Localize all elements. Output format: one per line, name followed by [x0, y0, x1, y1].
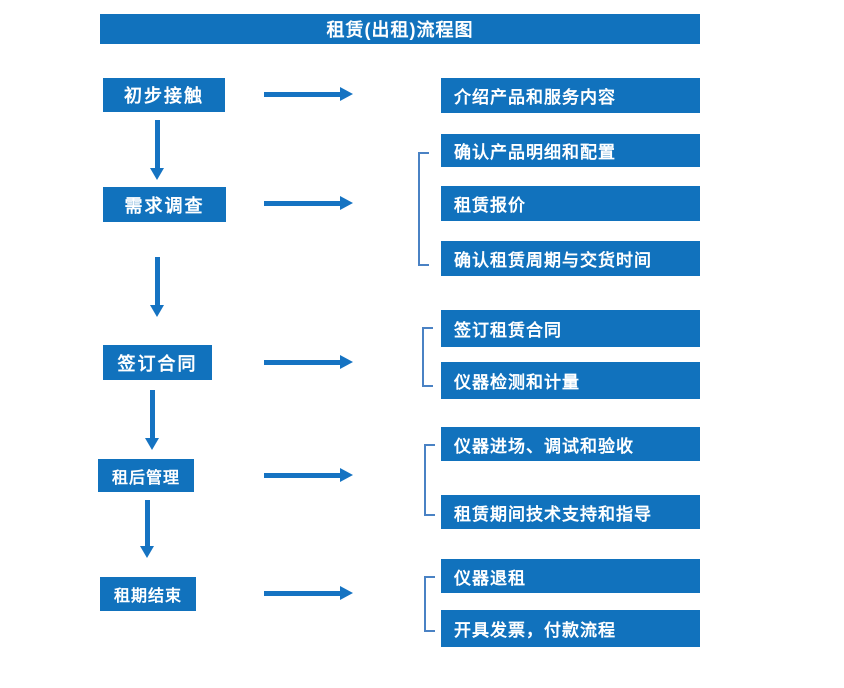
- step-box-5: 租期结束: [100, 577, 196, 611]
- detail-box-inspection: 仪器检测和计量: [441, 362, 700, 399]
- arrow-down-4: [140, 500, 154, 558]
- arrow-down-1: [150, 120, 164, 180]
- bracket-group-5: [424, 576, 435, 632]
- arrow-right-1: [264, 87, 353, 101]
- detail-box-confirm-product: 确认产品明细和配置: [441, 134, 700, 167]
- arrow-down-2: [150, 257, 164, 317]
- detail-box-invoice: 开具发票，付款流程: [441, 610, 700, 647]
- step-box-4: 租后管理: [98, 459, 194, 492]
- bracket-group-3: [422, 327, 433, 387]
- detail-box-sign-contract: 签订租赁合同: [441, 310, 700, 347]
- step-box-2: 需求调查: [103, 187, 226, 222]
- detail-box-quotation: 租赁报价: [441, 186, 700, 221]
- diagram-title: 租赁(出租)流程图: [100, 14, 700, 44]
- bracket-group-4: [424, 444, 435, 516]
- step-box-3: 签订合同: [103, 345, 212, 380]
- detail-box-confirm-period: 确认租赁周期与交货时间: [441, 241, 700, 276]
- arrow-down-3: [145, 390, 159, 450]
- step-box-1: 初步接触: [103, 78, 225, 112]
- arrow-right-3: [264, 355, 353, 369]
- arrow-right-5: [264, 586, 353, 600]
- detail-box-installation: 仪器进场、调试和验收: [441, 427, 700, 461]
- detail-box-return: 仪器退租: [441, 559, 700, 593]
- arrow-right-4: [264, 468, 353, 482]
- arrow-right-2: [264, 196, 353, 210]
- bracket-group-2: [418, 152, 429, 266]
- detail-box-intro: 介绍产品和服务内容: [441, 78, 700, 113]
- detail-box-support: 租赁期间技术支持和指导: [441, 495, 700, 529]
